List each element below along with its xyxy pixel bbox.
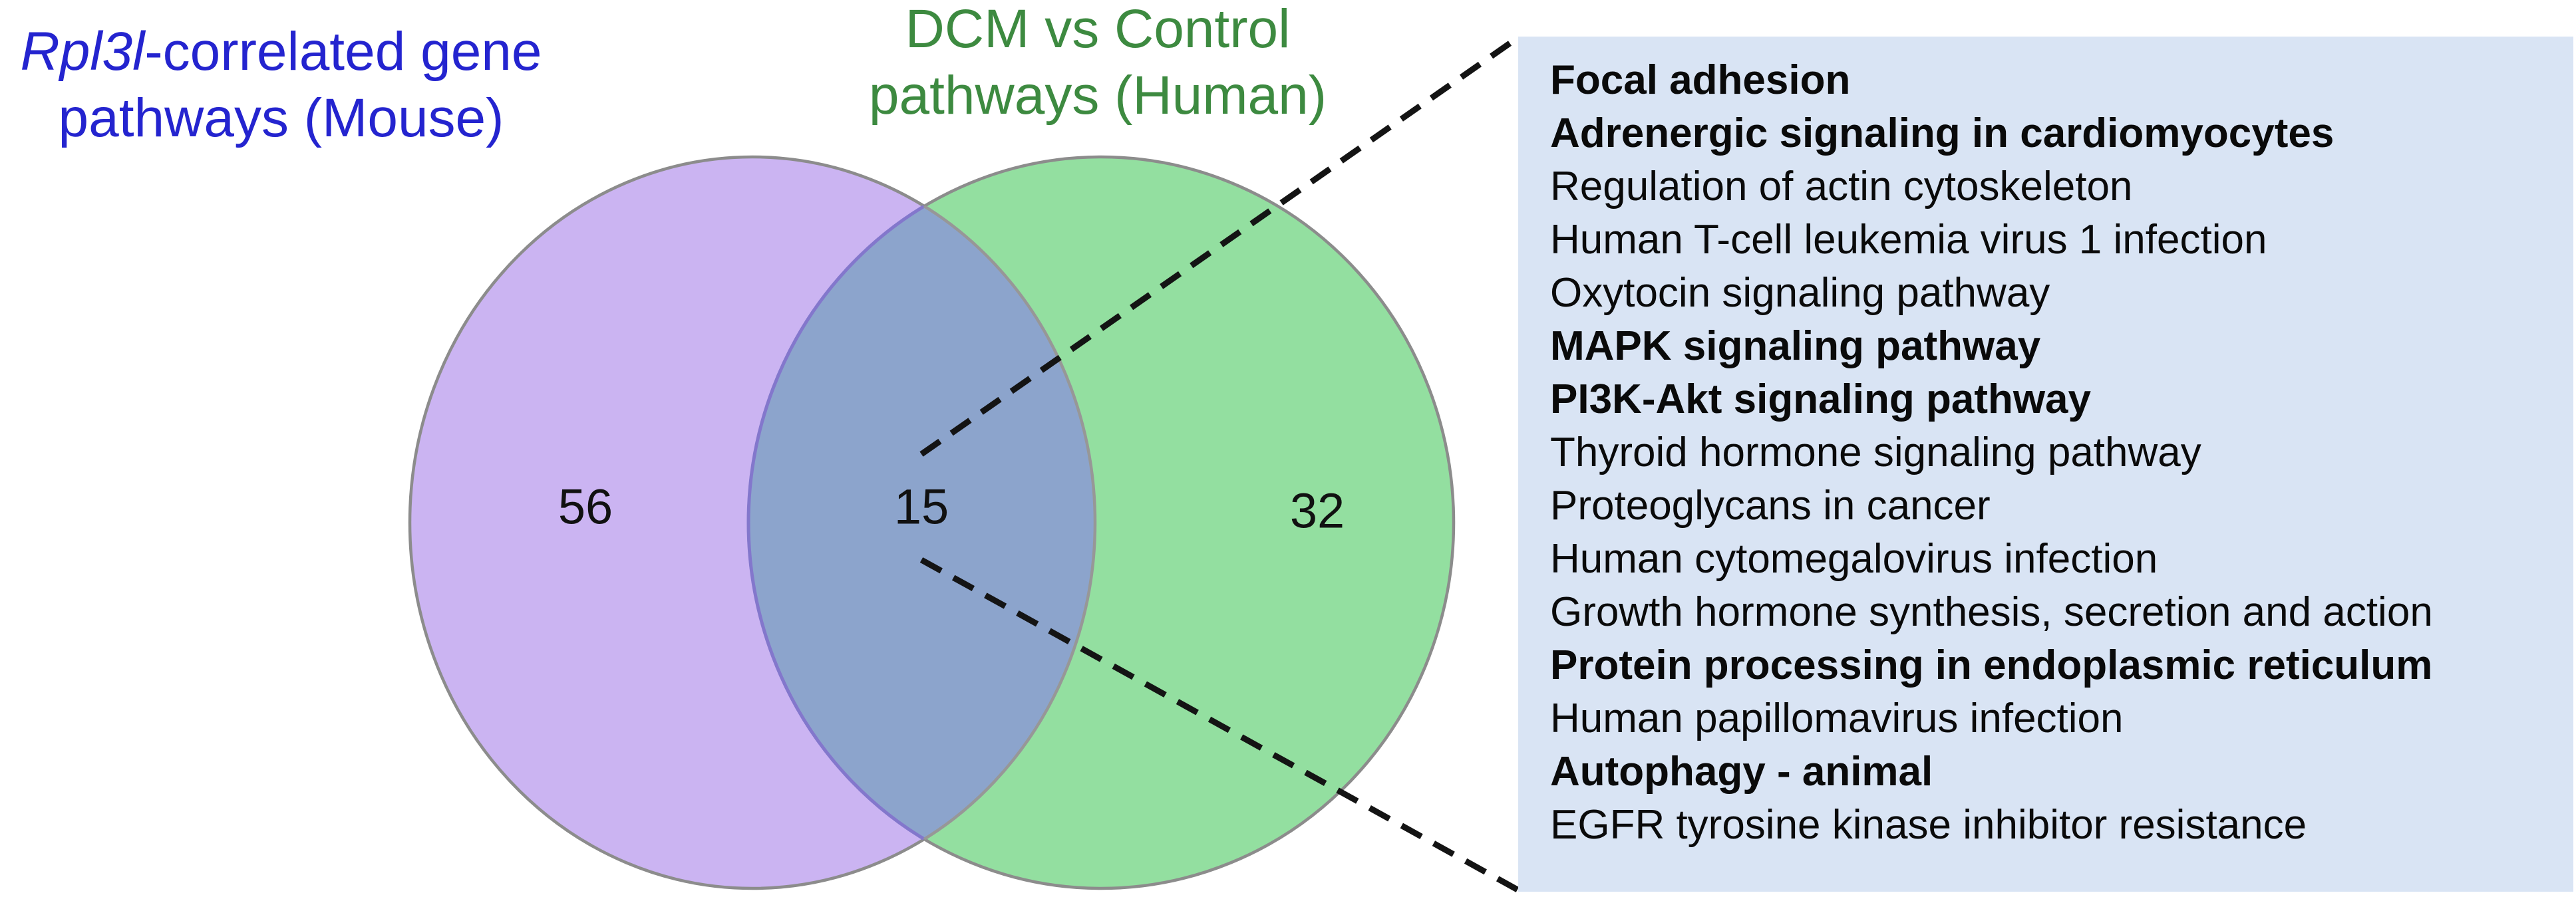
pathway-item: Autophagy - animal: [1550, 749, 1933, 795]
pathway-item: Focal adhesion: [1550, 57, 1851, 103]
mouse-label-line2: pathways (Mouse): [58, 88, 504, 148]
pathway-item: Thyroid hormone signaling pathway: [1550, 430, 2201, 475]
mouse-only-count: 56: [558, 479, 613, 535]
pathway-item: Human T-cell leukemia virus 1 infection: [1550, 217, 2267, 263]
pathway-item: Protein processing in endoplasmic reticu…: [1550, 642, 2433, 688]
pathway-item: Regulation of actin cytoskeleton: [1550, 164, 2133, 209]
human-only-count: 32: [1289, 483, 1345, 539]
human-label-line2: pathways (Human): [868, 65, 1327, 126]
pathway-item: Human cytomegalovirus infection: [1550, 536, 2158, 582]
overlap-region: [746, 157, 1095, 888]
pathway-item: EGFR tyrosine kinase inhibitor resistanc…: [1550, 802, 2307, 848]
mouse-label-line1: Rpl3l-correlated gene: [20, 21, 542, 82]
pathway-list-panel: Focal adhesion Adrenergic signaling in c…: [1518, 37, 2573, 892]
human-label-line1: DCM vs Control: [905, 0, 1291, 59]
pathway-item: MAPK signaling pathway: [1550, 323, 2041, 369]
pathway-item: PI3K-Akt signaling pathway: [1550, 376, 2092, 422]
callout-line-bottom: [919, 557, 1520, 892]
pathway-item: Growth hormone synthesis, secretion and …: [1550, 589, 2433, 635]
pathway-item: Oxytocin signaling pathway: [1550, 270, 2050, 316]
mouse-circle-label: Rpl3l-correlated gene pathways (Mouse): [0, 19, 562, 152]
human-circle-label: DCM vs Control pathways (Human): [812, 0, 1384, 129]
callout-line-top: [919, 35, 1520, 457]
gene-name: Rpl3l: [20, 21, 145, 82]
pathway-item: Proteoglycans in cancer: [1550, 483, 1991, 529]
pathway-item: Adrenergic signaling in cardiomyocytes: [1550, 110, 2334, 156]
overlap-count: 15: [893, 479, 949, 535]
overlap-right-arc: [748, 157, 1097, 888]
pathway-item: Human papillomavirus infection: [1550, 696, 2124, 741]
